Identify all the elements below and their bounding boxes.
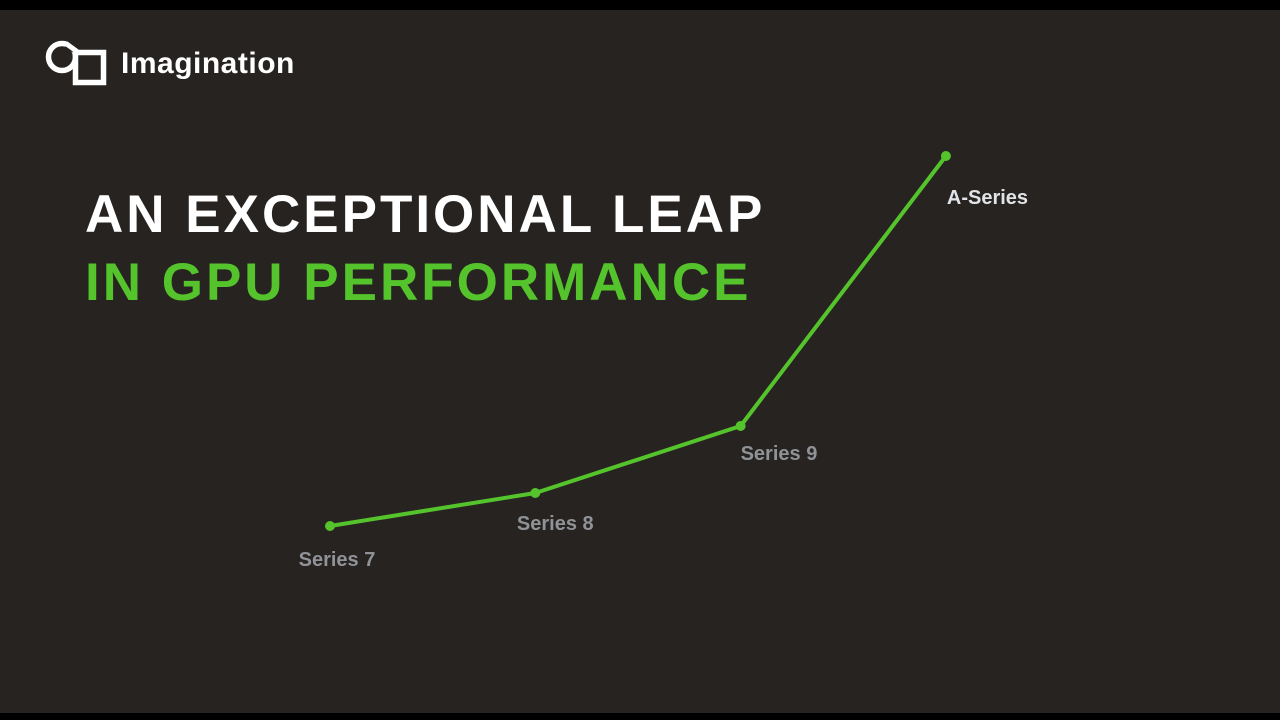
performance-line xyxy=(329,154,948,528)
data-point-series-7 xyxy=(325,521,335,531)
data-point-series-8 xyxy=(530,488,541,498)
headline-line-1: AN EXCEPTIONAL LEAP xyxy=(85,185,766,244)
logo-text: Imagination xyxy=(121,47,295,80)
letterbox-top xyxy=(0,0,1280,10)
headline: AN EXCEPTIONAL LEAP IN GPU PERFORMANCE xyxy=(85,181,765,317)
data-point-series-9 xyxy=(735,421,746,431)
headline-line-2: IN GPU PERFORMANCE xyxy=(85,253,752,312)
imagination-logo-icon xyxy=(45,40,107,86)
data-point-a-series xyxy=(940,151,951,161)
point-label-series-8: Series 8 xyxy=(516,513,594,535)
point-label-series-9: Series 9 xyxy=(740,443,818,465)
point-label-a-series: A-Series xyxy=(946,187,1029,209)
letterbox-bottom xyxy=(0,713,1280,720)
point-label-series-7: Series 7 xyxy=(298,549,376,571)
logo: Imagination xyxy=(45,40,295,88)
